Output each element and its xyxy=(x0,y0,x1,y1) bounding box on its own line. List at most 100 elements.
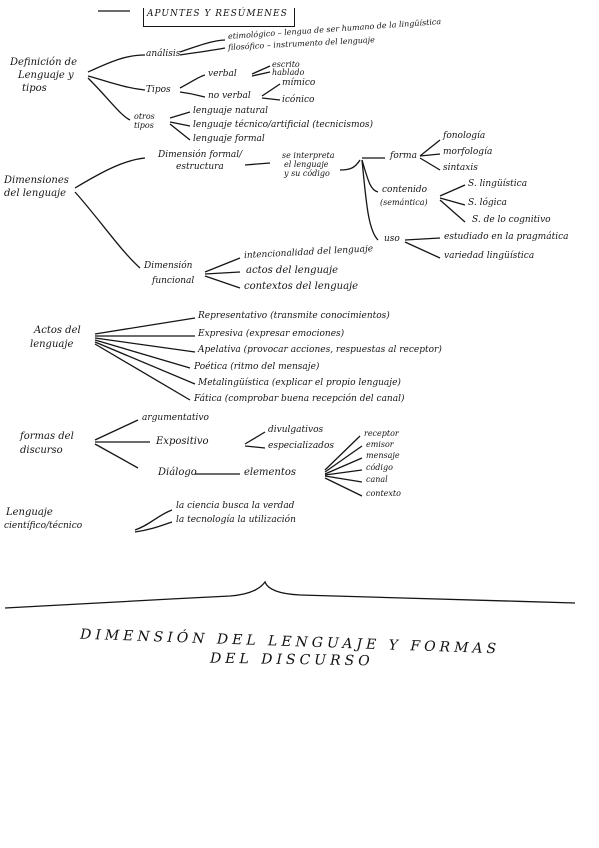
footer-title-line2: DEL DISCURSO xyxy=(209,650,374,670)
contenido-label: contenido xyxy=(382,185,428,195)
elemento-contexto: contexto xyxy=(366,489,401,498)
verbal-escrito: escrito xyxy=(272,60,300,69)
arrow-emisor xyxy=(324,445,363,473)
uso-label: uso xyxy=(384,234,400,244)
otros-label-2: tipos xyxy=(134,121,154,130)
actos-title-line2: lenguaje xyxy=(30,339,74,350)
noverbal-iconico: icónico xyxy=(282,95,315,105)
branch-tipos xyxy=(87,75,146,91)
branch-s-linguistica xyxy=(439,184,466,197)
header-title: APUNTES Y RESÚMENES xyxy=(147,9,288,19)
arrow-receptor xyxy=(324,435,361,471)
formas-dialogo: Diálogo xyxy=(158,467,197,478)
cientifico-title-line2: científico/técnico xyxy=(4,521,83,531)
uso-variedad: variedad lingüística xyxy=(444,251,535,261)
otros-item-formal: lenguaje formal xyxy=(193,134,265,144)
branch-tecnico xyxy=(169,121,191,127)
acto-metalinguistica: Metalingüística (explicar el propio leng… xyxy=(198,378,401,388)
branch-actos xyxy=(204,271,241,275)
definicion-title-line1: Definición de xyxy=(10,57,78,68)
arrow-apelativa xyxy=(94,337,196,353)
formas-title-line1: formas del xyxy=(20,431,74,442)
arrow-representativo xyxy=(94,317,196,335)
branch-iconico xyxy=(261,97,281,101)
forma-morfologia: morfología xyxy=(443,147,493,157)
tipos-verbal: verbal xyxy=(208,69,237,79)
branch-s-cognitivo xyxy=(439,199,466,223)
branch-dim-funcional xyxy=(74,191,141,269)
branch-fonologia xyxy=(419,139,441,157)
acto-apelativa: Apelativa (provocar acciones, respuestas… xyxy=(198,345,442,355)
formal-note-2: el lenguaje xyxy=(284,160,329,169)
elemento-mensaje: mensaje xyxy=(366,451,400,460)
formal-note-3: y su código xyxy=(284,169,330,178)
formas-argumentativo: argumentativo xyxy=(142,413,209,423)
footer-brace xyxy=(4,580,576,609)
contenido-s-cognitivo: S. de lo cognitivo xyxy=(472,215,551,225)
otros-item-tecnico: lenguaje técnico/artificial (tecnicismos… xyxy=(193,120,374,130)
definicion-title-line2: Lenguaje y xyxy=(18,70,74,81)
branch-otros xyxy=(87,77,131,121)
arrow-canal xyxy=(324,475,363,483)
dimensiones-title-line2: del lenguaje xyxy=(4,188,67,199)
forma-label: forma xyxy=(390,151,417,161)
dimensiones-title-line1: Dimensiones xyxy=(4,175,69,186)
cientifico-title-line1: Lenguaje xyxy=(6,507,53,518)
tipos-label: Tipos xyxy=(146,85,171,95)
branch-hablado xyxy=(251,71,271,77)
elemento-canal: canal xyxy=(366,475,388,484)
forma-fonologia: fonología xyxy=(443,131,486,141)
tipos-noverbal: no verbal xyxy=(208,91,251,101)
dim-funcional-line1: Dimensión xyxy=(144,261,193,271)
analisis-label: análisis xyxy=(146,49,181,59)
verbal-hablado: hablado xyxy=(272,68,305,77)
branch-pragmatica xyxy=(404,237,441,241)
elemento-emisor: emisor xyxy=(366,440,394,449)
branch-contenido xyxy=(361,159,379,193)
expositivo-especializados: especializados xyxy=(268,441,334,451)
branch-natural xyxy=(169,111,191,119)
branch-verbal xyxy=(179,74,206,89)
funcional-actos: actos del lenguaje xyxy=(246,265,338,276)
forma-sintaxis: sintaxis xyxy=(443,163,478,173)
arrow-argumentativo xyxy=(94,419,139,441)
branch-contextos xyxy=(204,275,241,289)
branch-s-logica xyxy=(439,197,466,206)
branch-analisis xyxy=(87,54,146,73)
formas-title-line2: discurso xyxy=(20,445,63,456)
definicion-title-line3: tipos xyxy=(22,83,47,94)
dim-formal-line1: Dimensión formal/ xyxy=(158,150,243,160)
branch-formal xyxy=(169,123,191,141)
funcional-contextos: contextos del lenguaje xyxy=(244,281,359,292)
contenido-s-linguistica: S. lingüística xyxy=(468,179,528,189)
arrow-mensaje xyxy=(324,457,363,475)
branch-to-forma xyxy=(339,159,361,171)
header-box xyxy=(143,8,295,27)
branch-morfologia xyxy=(419,153,441,157)
formal-note-1: se interpreta xyxy=(282,151,335,160)
arrow-divulgativos xyxy=(244,431,266,445)
branch-dim-formal xyxy=(74,157,146,189)
branch-escrito xyxy=(251,65,271,75)
arrow-dialogo xyxy=(94,443,139,469)
contenido-s-logica: S. lógica xyxy=(468,198,507,208)
noverbal-mimico: mímico xyxy=(282,78,316,88)
branch-intencionalidad xyxy=(204,257,241,273)
elemento-codigo: código xyxy=(366,463,393,472)
arrow-ciencia xyxy=(134,509,173,531)
formas-expositivo: Expositivo xyxy=(156,436,209,447)
cientifico-item-tecnologia: la tecnología la utilización xyxy=(176,515,296,525)
branch-variedad xyxy=(404,241,441,259)
otros-item-natural: lenguaje natural xyxy=(193,106,269,116)
arrow-especializados xyxy=(244,445,266,449)
arrow-metalinguistica xyxy=(94,341,196,385)
actos-title-line1: Actos del xyxy=(34,325,81,336)
dialogo-elementos: elementos xyxy=(244,467,297,478)
arrow-fatica xyxy=(94,343,191,401)
branch-etimologico xyxy=(179,39,226,53)
arrow-codigo xyxy=(324,469,363,476)
expositivo-divulgativos: divulgativos xyxy=(268,425,324,435)
branch-mimico xyxy=(261,83,281,97)
